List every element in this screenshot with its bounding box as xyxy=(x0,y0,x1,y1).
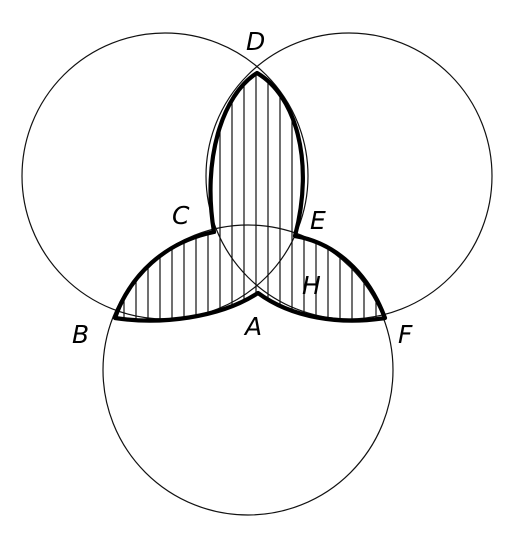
shaded-region-outline xyxy=(112,70,388,323)
circle-bottom xyxy=(102,224,394,516)
label-e: E xyxy=(310,206,326,235)
label-h: H xyxy=(302,271,321,300)
label-c: C xyxy=(172,201,190,230)
label-b: B xyxy=(72,320,89,349)
circle-right xyxy=(205,32,493,320)
label-f: F xyxy=(398,320,413,349)
label-a: A xyxy=(243,312,262,341)
label-d: D xyxy=(246,27,265,56)
hatching xyxy=(123,73,377,321)
